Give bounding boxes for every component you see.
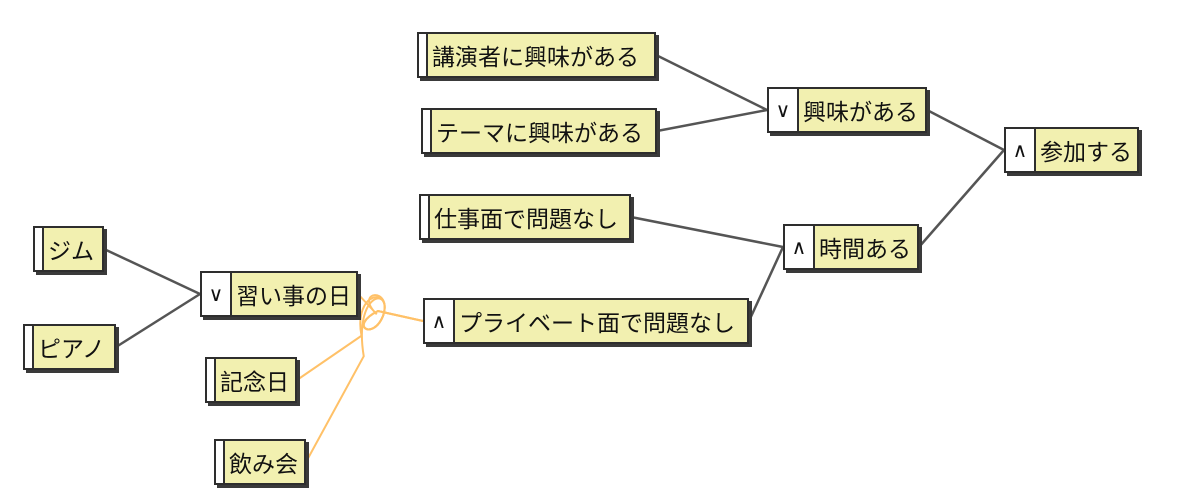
node-naraigoto[interactable]: ∨ 習い事の日: [200, 271, 358, 317]
node-piano[interactable]: ピアノ: [23, 324, 116, 370]
node-kinenbi[interactable]: 記念日: [205, 357, 297, 403]
and-operator-icon: ∧: [785, 226, 815, 268]
node-port: [25, 326, 34, 368]
edge-kouensha-kyoumi: [655, 53, 768, 112]
node-shigoto[interactable]: 仕事面で問題なし: [419, 194, 631, 240]
node-port: [419, 34, 428, 76]
negated-edge-naraigoto-private: [357, 293, 424, 331]
and-operator-icon: ∧: [1006, 129, 1036, 171]
node-label: 記念日: [220, 370, 289, 396]
edge-kyoumi-sanka: [926, 108, 1005, 152]
edge-gym-naraigoto: [103, 247, 201, 296]
edge-private-jikan: [747, 246, 785, 322]
edge-jikan-sanka: [918, 149, 1005, 248]
node-nomikai[interactable]: 飲み会: [214, 439, 306, 485]
node-label: 仕事面で問題なし: [434, 207, 618, 233]
node-label: ジム: [48, 239, 94, 265]
node-port: [35, 228, 44, 270]
node-label: 習い事の日: [236, 284, 351, 310]
node-port: [216, 441, 225, 483]
node-label: 時間ある: [819, 237, 911, 263]
edge-piano-naraigoto: [115, 292, 201, 349]
node-label: 講演者に興味がある: [432, 45, 639, 71]
or-operator-icon: ∨: [202, 273, 232, 315]
and-operator-icon: ∧: [425, 300, 455, 342]
node-label: 参加する: [1040, 140, 1132, 166]
node-label: 飲み会: [229, 452, 298, 478]
node-port: [421, 196, 430, 238]
node-kyoumi[interactable]: ∨ 興味がある: [767, 87, 927, 133]
edge-shigoto-jikan: [630, 215, 784, 249]
negated-edge-nomikai-private: [305, 297, 424, 463]
or-operator-icon: ∨: [769, 89, 799, 131]
node-label: 興味がある: [803, 100, 918, 126]
node-label: テーマに興味がある: [436, 121, 643, 147]
node-port: [423, 110, 432, 152]
node-label: ピアノ: [38, 337, 105, 363]
node-private[interactable]: ∧ プライベート面で問題なし: [423, 298, 749, 344]
node-label: プライベート面で問題なし: [459, 311, 735, 337]
edge-theme-kyoumi: [656, 108, 768, 133]
node-gym[interactable]: ジム: [33, 226, 104, 272]
node-port: [207, 359, 216, 401]
node-kouensha[interactable]: 講演者に興味がある: [417, 32, 656, 78]
node-sanka[interactable]: ∧ 参加する: [1004, 127, 1139, 173]
node-jikan[interactable]: ∧ 時間ある: [783, 224, 919, 270]
node-theme[interactable]: テーマに興味がある: [421, 108, 657, 154]
